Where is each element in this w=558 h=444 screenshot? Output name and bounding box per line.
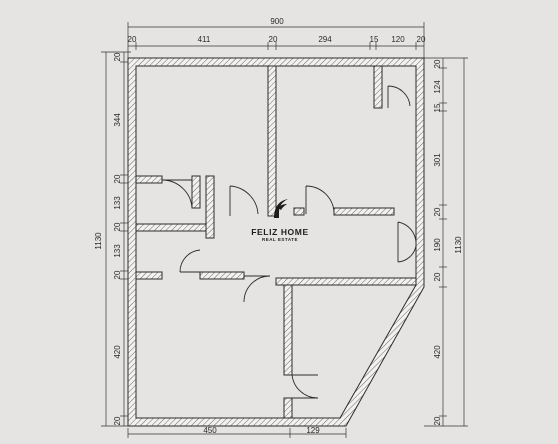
wall-corridor-lower-left	[199, 271, 245, 280]
watermark-logo: FELIZ HOME REAL ESTATE	[230, 196, 330, 242]
outer-wall	[127, 57, 425, 427]
walls	[127, 57, 425, 427]
left-dimension-group: 1130 20 344 20 133 20 133 20 420 20	[94, 51, 131, 427]
dim-top-seg-3: 20	[269, 35, 278, 44]
dim-left-seg-4: 133	[113, 196, 122, 210]
bottom-dimension-group: 450 129	[127, 426, 347, 438]
dim-right-seg-5: 20	[433, 207, 442, 216]
door-living-left	[229, 185, 259, 216]
dim-bottom-seg-1: 450	[203, 426, 217, 435]
dim-top-seg-4: 294	[318, 35, 332, 44]
door-wc	[387, 85, 411, 108]
wall-wc-vertical	[373, 65, 383, 109]
wall-small-room-top	[135, 175, 163, 184]
dim-left-seg-6: 133	[113, 244, 122, 258]
dim-left-seg-5: 20	[113, 222, 122, 231]
wall-mid-vertical-bottom	[283, 397, 293, 419]
dim-left-seg-9: 20	[113, 416, 122, 425]
wall-right-room-lower	[333, 207, 395, 216]
door-lower-room	[291, 374, 319, 399]
wall-closet-vertical-2	[205, 175, 215, 239]
wall-closet-vertical	[191, 175, 201, 209]
dim-right-seg-7: 20	[433, 272, 442, 281]
dim-left-seg-7: 20	[113, 270, 122, 279]
dim-right-seg-4: 301	[433, 153, 442, 167]
dim-right-seg-8: 420	[433, 345, 442, 359]
wall-right-room-short	[293, 207, 305, 216]
wall-small-room-bottom	[135, 271, 163, 280]
dim-top-seg-6: 120	[391, 35, 405, 44]
dim-top-seg-2: 411	[198, 35, 211, 44]
dim-right-total: 1130	[454, 236, 463, 254]
dim-left-seg-1: 20	[113, 52, 122, 61]
watermark-tagline: REAL ESTATE	[261, 237, 298, 242]
wall-lower-horizontal	[275, 277, 417, 286]
dim-left-seg-3: 20	[113, 174, 122, 183]
dim-right-seg-2: 124	[433, 80, 442, 94]
wall-small-room-mid	[135, 223, 207, 232]
feliz-home-emblem-icon	[274, 199, 288, 218]
dim-top-seg-1: 20	[128, 35, 137, 44]
dim-left-seg-2: 344	[113, 113, 122, 127]
door-small-room-lower	[179, 249, 201, 273]
dim-top-seg-5: 15	[370, 35, 379, 44]
door-small-room-top	[161, 179, 193, 209]
dim-right-seg-1: 20	[433, 59, 442, 68]
door-living-right	[305, 185, 335, 214]
dim-right-seg-9: 20	[433, 416, 442, 425]
door-corridor-lower	[243, 275, 271, 303]
wall-mid-vertical-lower	[283, 284, 293, 376]
doors	[161, 85, 417, 399]
watermark-brand: FELIZ HOME	[251, 227, 309, 237]
dim-left-total: 1130	[94, 232, 103, 250]
dim-top-seg-7: 20	[417, 35, 426, 44]
dim-left-seg-8: 420	[113, 345, 122, 359]
door-right-entry	[397, 221, 417, 263]
dim-bottom-seg-2: 129	[306, 426, 320, 435]
wall-mid-vertical-upper	[267, 65, 277, 217]
right-dimension-group: 20 124 15 301 20 190 20 420 20 1130	[424, 57, 468, 427]
dim-top-total: 900	[270, 17, 284, 26]
dim-right-seg-3: 15	[433, 103, 442, 112]
top-dimension-group: 900 20 411 20 294 15 120 20	[128, 17, 426, 58]
dim-right-seg-6: 190	[433, 238, 442, 252]
